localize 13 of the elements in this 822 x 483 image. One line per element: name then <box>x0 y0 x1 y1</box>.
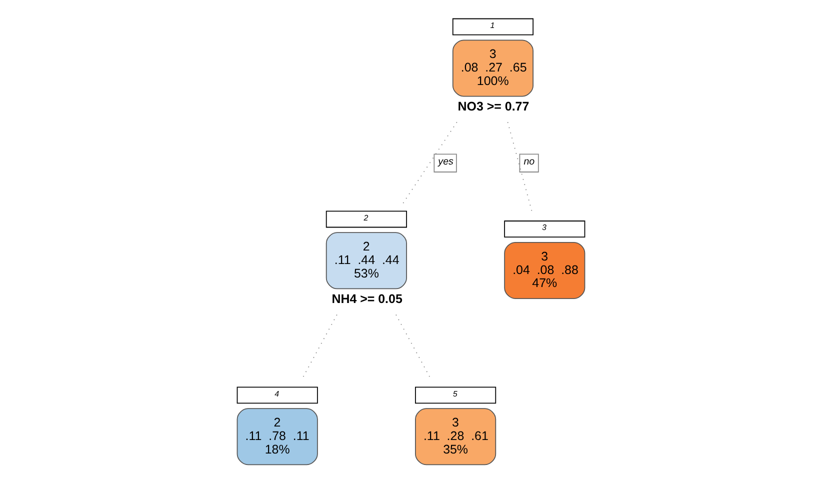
node-label: 4 <box>274 389 280 398</box>
node-label: 5 <box>452 389 458 398</box>
node-label: NH4 >= 0.05 <box>332 292 402 306</box>
node-label: 2 <box>364 213 368 222</box>
connector <box>402 122 458 204</box>
connector <box>301 314 338 380</box>
node-label: NO3 >= 0.77 <box>458 100 530 114</box>
node-label: 1 <box>490 20 495 30</box>
connector <box>507 122 533 214</box>
node-label: 3 <box>542 223 546 232</box>
edge-label: no <box>524 156 535 168</box>
edge-label: yes <box>438 156 454 168</box>
connector <box>396 314 432 380</box>
